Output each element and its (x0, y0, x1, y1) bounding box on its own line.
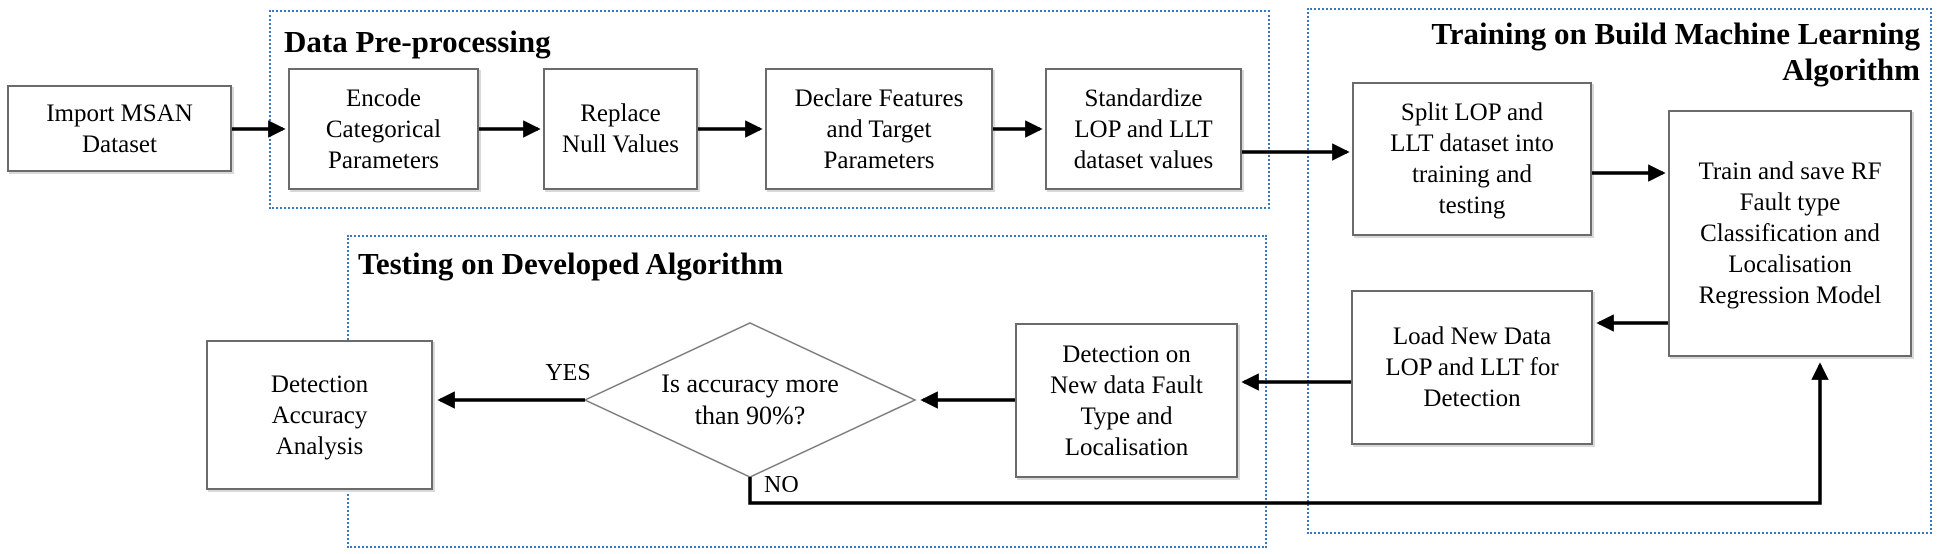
flow-node-replace-null: Replace Null Values (543, 68, 698, 190)
section-title-preprocessing: Data Pre-processing (284, 24, 551, 59)
flow-node-load-new-data: Load New Data LOP and LLT for Detection (1351, 290, 1593, 445)
section-data-preprocessing (269, 10, 1270, 209)
no-branch-label: NO (764, 472, 799, 498)
flow-node-detect-new-data: Detection on New data Fault Type and Loc… (1015, 323, 1238, 478)
section-training (1307, 8, 1932, 534)
section-title-training: Training on Build Machine Learning Algor… (1431, 16, 1920, 87)
section-title-testing: Testing on Developed Algorithm (358, 246, 784, 281)
flow-node-encode-categorical: Encode Categorical Parameters (288, 68, 479, 190)
flow-node-import-dataset: Import MSAN Dataset (7, 85, 232, 172)
yes-branch-label: YES (545, 360, 591, 386)
flow-node-standardize: Standardize LOP and LLT dataset values (1045, 68, 1242, 190)
flow-node-train-model: Train and save RF Fault type Classificat… (1668, 110, 1912, 357)
flow-node-split-dataset: Split LOP and LLT dataset into training … (1352, 82, 1592, 236)
flow-node-declare-features: Declare Features and Target Parameters (765, 68, 993, 190)
flow-node-accuracy-analysis: Detection Accuracy Analysis (206, 340, 433, 490)
decision-label: Is accuracy more than 90%? (661, 369, 839, 430)
